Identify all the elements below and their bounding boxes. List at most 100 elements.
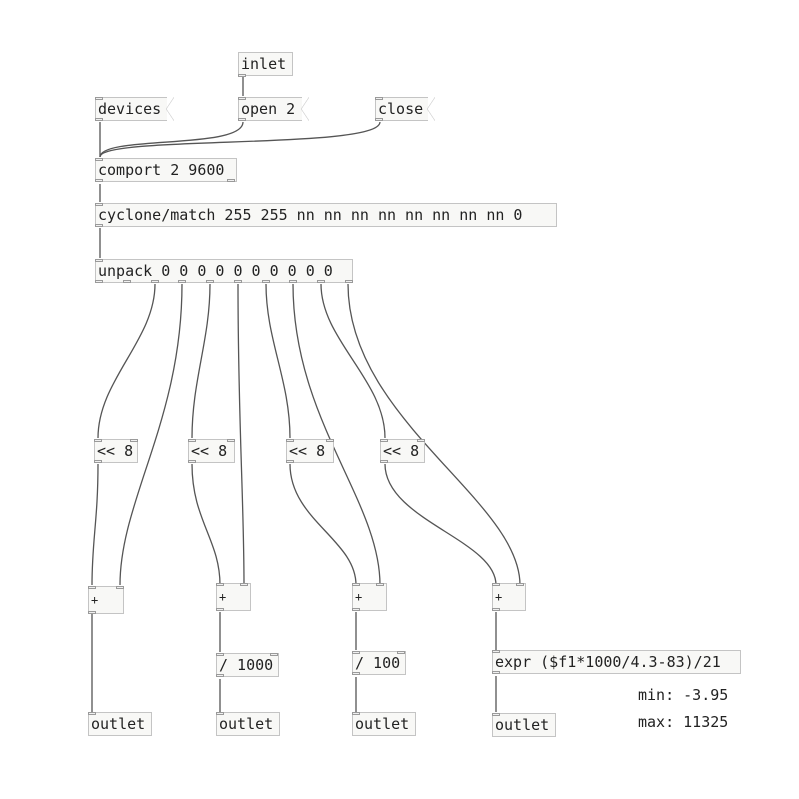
open-message-inlet[interactable] (238, 97, 246, 100)
close-message-inlet[interactable] (375, 97, 383, 100)
add-2-inlet-right[interactable] (240, 583, 248, 586)
inlet-object[interactable]: inlet (238, 52, 293, 76)
add-object-1-label: + (91, 593, 99, 607)
unpack-outlet-1[interactable] (95, 280, 103, 283)
shift-4-inlet-left[interactable] (380, 439, 388, 442)
shift-3-inlet-right[interactable] (326, 439, 334, 442)
add-4-inlet-right[interactable] (516, 583, 524, 586)
outlet-object-1-label: outlet (91, 715, 146, 733)
shift-object-1[interactable]: << 8 (94, 439, 138, 463)
div1000-inlet-right[interactable] (270, 653, 278, 656)
devices-message-outlet[interactable] (95, 118, 103, 121)
shift-2-inlet-left[interactable] (188, 439, 196, 442)
expr-inlet[interactable] (492, 650, 500, 653)
shift-object-1-label: << 8 (97, 442, 134, 460)
outlet-3-inlet[interactable] (352, 712, 360, 715)
unpack-outlet-5[interactable] (206, 280, 214, 283)
cord-u3-shift1 (97, 283, 156, 439)
cord-u9-shift4 (320, 283, 386, 439)
outlet-object-2[interactable]: outlet (216, 712, 280, 736)
add-1-outlet[interactable] (88, 611, 96, 614)
div100-object-label: / 100 (355, 654, 401, 672)
add-2-inlet-left[interactable] (216, 583, 224, 586)
shift-4-outlet[interactable] (380, 460, 388, 463)
add-2-outlet[interactable] (216, 608, 224, 611)
shift-1-inlet-right[interactable] (130, 439, 138, 442)
add-4-outlet[interactable] (492, 608, 500, 611)
match-object[interactable]: cyclone/match 255 255 nn nn nn nn nn nn … (95, 203, 557, 227)
unpack-outlet-7[interactable] (262, 280, 270, 283)
cord-close-comport (99, 121, 381, 158)
outlet-object-3[interactable]: outlet (352, 712, 416, 736)
div100-inlet-left[interactable] (352, 651, 360, 654)
div1000-inlet-left[interactable] (216, 653, 224, 656)
shift-1-outlet[interactable] (94, 460, 102, 463)
unpack-outlet-9[interactable] (317, 280, 325, 283)
expr-object[interactable]: expr ($f1*1000/4.3-83)/21 (492, 650, 741, 674)
div1000-outlet[interactable] (216, 674, 224, 677)
unpack-inlet[interactable] (95, 259, 103, 262)
inlet-object-label: inlet (241, 55, 287, 73)
add-object-1[interactable]: + (88, 586, 124, 614)
add-1-inlet-right[interactable] (116, 586, 124, 589)
devices-message[interactable]: devices (95, 97, 174, 121)
comport-object-label: comport 2 9600 (98, 161, 225, 179)
cord-u4-add1 (119, 283, 183, 586)
cord-u5-shift2 (191, 283, 211, 439)
outlet-1-inlet[interactable] (88, 712, 96, 715)
outlet-object-1[interactable]: outlet (88, 712, 152, 736)
add-object-4[interactable]: + (492, 583, 526, 611)
match-outlet[interactable] (95, 224, 103, 227)
expr-outlet[interactable] (492, 671, 500, 674)
devices-message-inlet[interactable] (95, 97, 103, 100)
comport-outlet-left[interactable] (95, 179, 103, 182)
shift-3-inlet-left[interactable] (286, 439, 294, 442)
shift-object-2-label: << 8 (191, 442, 228, 460)
shift-2-inlet-right[interactable] (227, 439, 235, 442)
add-4-inlet-left[interactable] (492, 583, 500, 586)
unpack-outlet-2[interactable] (123, 280, 131, 283)
add-1-inlet-left[interactable] (88, 586, 96, 589)
div100-object[interactable]: / 100 (352, 651, 406, 675)
outlet-4-inlet[interactable] (492, 713, 500, 716)
unpack-outlet-8[interactable] (289, 280, 297, 283)
shift-object-4-label: << 8 (383, 442, 420, 460)
close-message[interactable]: close (375, 97, 435, 121)
div100-outlet[interactable] (352, 672, 360, 675)
match-inlet[interactable] (95, 203, 103, 206)
close-message-outlet[interactable] (375, 118, 383, 121)
shift-object-2[interactable]: << 8 (188, 439, 235, 463)
add-3-outlet[interactable] (352, 608, 360, 611)
unpack-object[interactable]: unpack 0 0 0 0 0 0 0 0 0 0 (95, 259, 353, 283)
shift-3-outlet[interactable] (286, 460, 294, 463)
cord-u6-add2 (237, 283, 245, 586)
shift-4-inlet-right[interactable] (417, 439, 425, 442)
unpack-outlet-6[interactable] (234, 280, 242, 283)
comport-object[interactable]: comport 2 9600 (95, 158, 237, 182)
comport-inlet[interactable] (95, 158, 103, 161)
shift-object-3[interactable]: << 8 (286, 439, 334, 463)
cord-shift2-add2 (191, 463, 221, 586)
shift-2-outlet[interactable] (188, 460, 196, 463)
max-comment: max: 11325 (638, 713, 729, 731)
outlet-object-2-label: outlet (219, 715, 274, 733)
outlet-object-4[interactable]: outlet (492, 713, 556, 737)
shift-object-4[interactable]: << 8 (380, 439, 425, 463)
shift-1-inlet-left[interactable] (94, 439, 102, 442)
add-object-3[interactable]: + (352, 583, 387, 611)
unpack-outlet-10[interactable] (345, 280, 353, 283)
open-message[interactable]: open 2 (238, 97, 309, 121)
inlet-object-outlet[interactable] (238, 74, 246, 77)
add-3-inlet-right[interactable] (376, 583, 384, 586)
open-message-outlet[interactable] (238, 118, 246, 121)
add-3-inlet-left[interactable] (352, 583, 360, 586)
div1000-object[interactable]: / 1000 (216, 653, 279, 677)
unpack-outlet-4[interactable] (178, 280, 186, 283)
add-object-4-label: + (495, 590, 503, 604)
open-message-label: open 2 (241, 100, 296, 118)
unpack-outlet-3[interactable] (151, 280, 159, 283)
comport-outlet-right[interactable] (227, 179, 235, 182)
outlet-2-inlet[interactable] (216, 712, 224, 715)
add-object-2[interactable]: + (216, 583, 251, 611)
div100-inlet-right[interactable] (397, 651, 405, 654)
